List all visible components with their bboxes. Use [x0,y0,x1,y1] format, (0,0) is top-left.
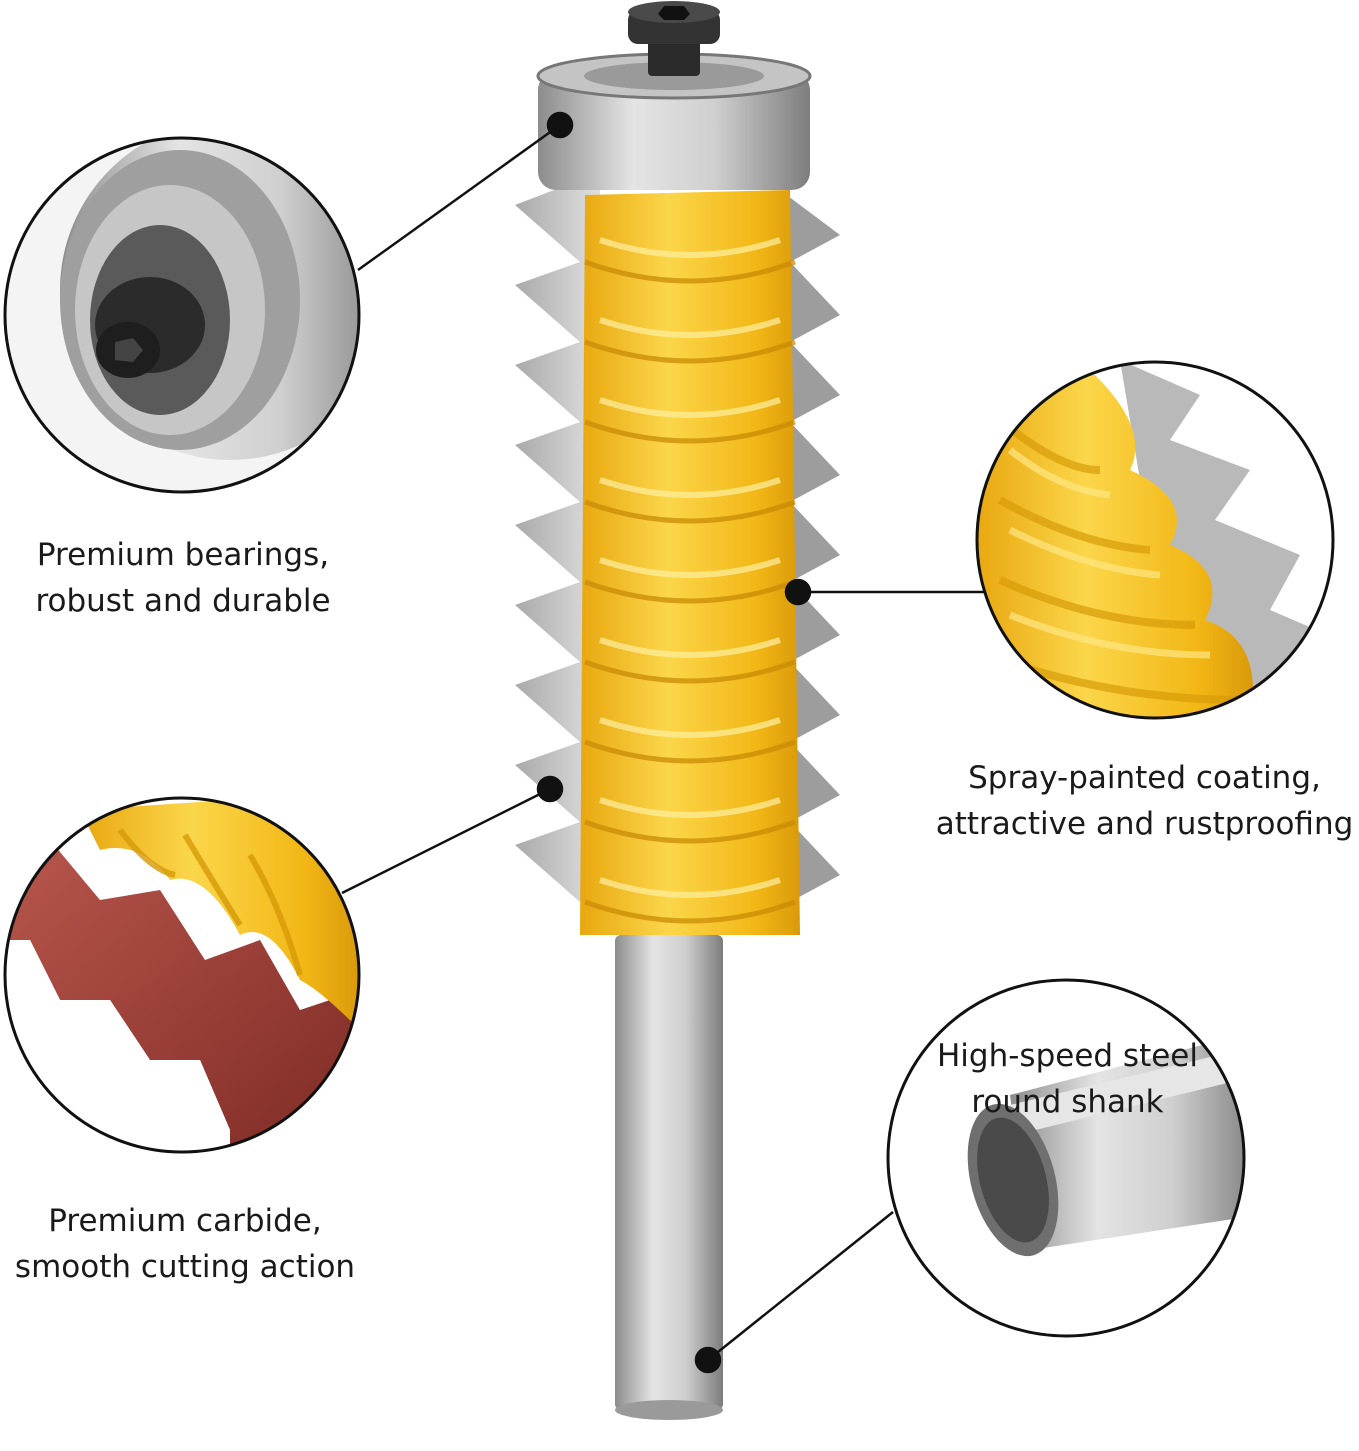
router-bit [515,1,840,1420]
caption-carbide-line1: Premium carbide, [48,1203,322,1239]
shank [615,935,723,1410]
caption-shank-line2: round shank [971,1084,1164,1120]
callout-lines [341,111,985,1374]
yellow-body [580,190,800,935]
coating-closeup [975,360,1335,720]
caption-shank-line1: High-speed steel [936,1038,1198,1074]
caption-shank: High-speed steel round shank [915,1033,1220,1125]
carbide-closeup [3,796,361,1154]
shank-closeup [886,978,1246,1338]
caption-carbide-line2: smooth cutting action [14,1249,356,1285]
carbide-blade-left [515,180,600,902]
caption-carbide: Premium carbide, smooth cutting action [0,1198,370,1290]
caption-coating: Spray-painted coating, attractive and ru… [930,755,1359,847]
caption-bearings-line1: Premium bearings, [36,537,330,573]
caption-coating-line2: attractive and rustproofing [935,806,1354,842]
caption-bearings-line2: robust and durable [35,583,331,619]
bearing [536,1,812,190]
bearing-closeup [3,136,361,494]
caption-coating-line1: Spray-painted coating, [968,760,1321,796]
caption-bearings: Premium bearings, robust and durable [0,532,366,624]
